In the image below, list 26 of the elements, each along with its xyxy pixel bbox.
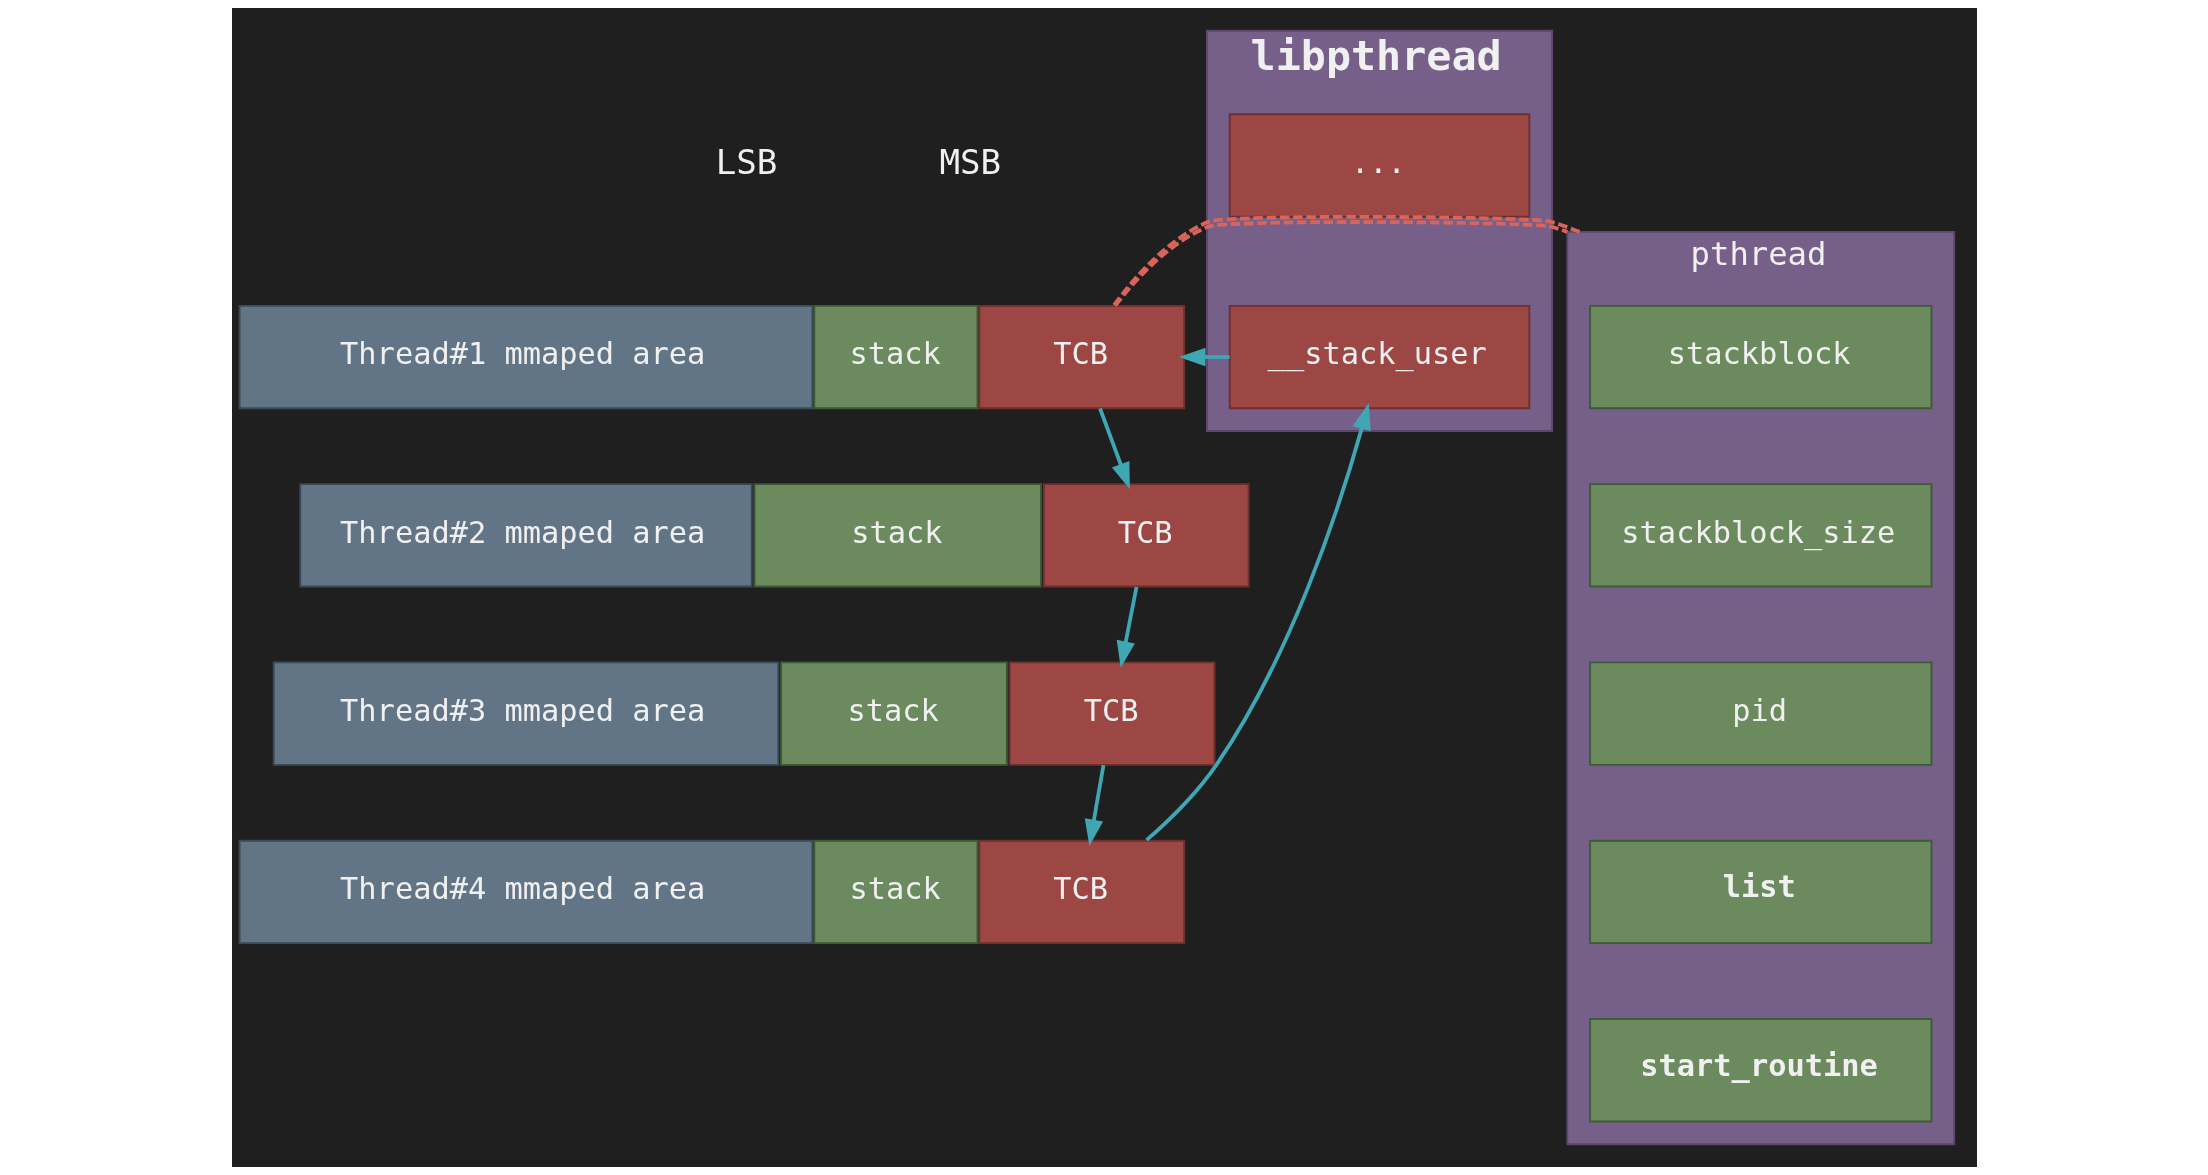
node-box: stackblock	[1588, 304, 1932, 410]
node-box: Thread#3 mmaped area	[272, 661, 779, 766]
node-box: Thread#1 mmaped area	[238, 304, 813, 410]
node-box: TCB	[977, 304, 1185, 410]
arrow	[1144, 403, 1371, 842]
arrow	[1116, 586, 1138, 668]
node-box: start_routine	[1588, 1018, 1932, 1123]
label: LSB	[715, 141, 777, 182]
node-box: ...	[1228, 113, 1530, 218]
node-box: __stack_user	[1228, 304, 1530, 410]
node-box: stackblock_size	[1588, 483, 1932, 588]
node-box: stack	[753, 483, 1042, 588]
node-box: TCB	[1008, 661, 1215, 766]
node-box: pid	[1588, 661, 1932, 766]
node-box: stack	[812, 304, 978, 410]
node-box: Thread#4 mmaped area	[238, 839, 813, 945]
arrow	[1178, 347, 1230, 367]
node-box: list	[1588, 839, 1932, 945]
node-box: Thread#2 mmaped area	[298, 483, 753, 588]
node-box: stack	[779, 661, 1008, 766]
arrow	[1097, 407, 1130, 490]
node-box: TCB	[977, 839, 1185, 945]
label: MSB	[938, 141, 1001, 182]
arrow	[1084, 764, 1105, 847]
node-box: TCB	[1042, 483, 1250, 588]
node-box: stack	[812, 839, 978, 945]
